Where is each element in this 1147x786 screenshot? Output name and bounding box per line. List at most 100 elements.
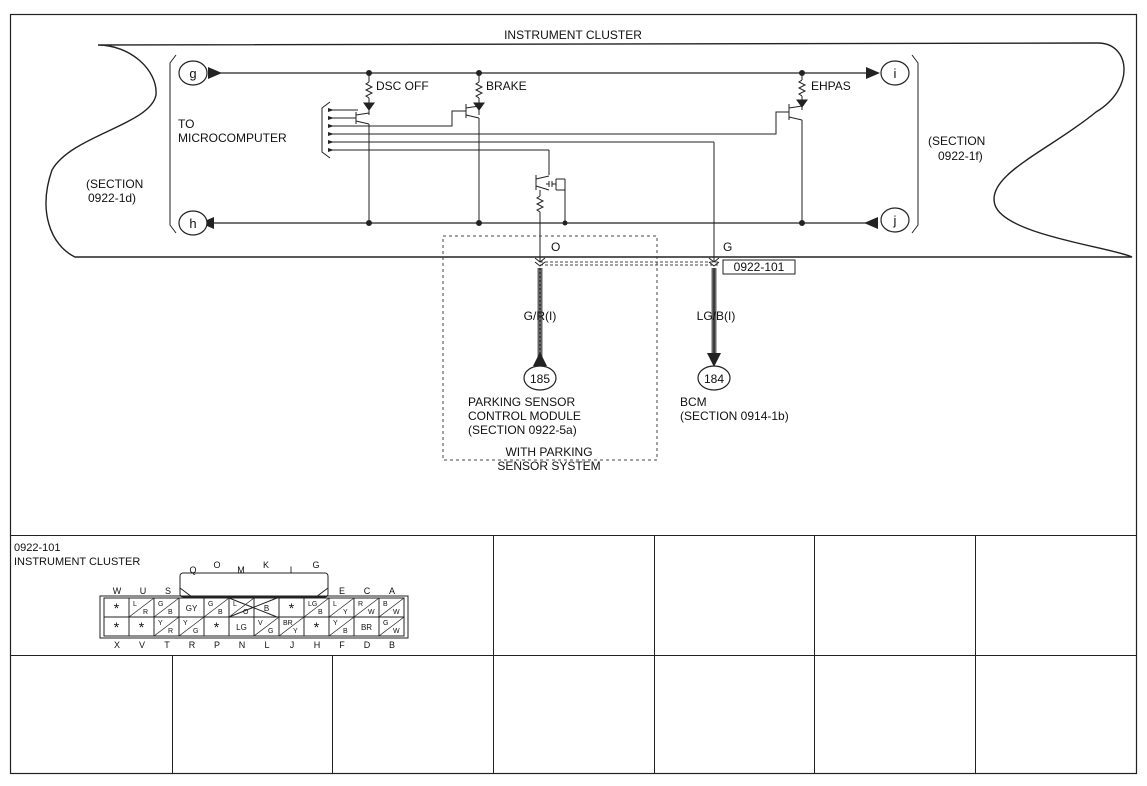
pin-cell-divider [153,616,180,637]
connector-code-title: 0922-101 [14,542,61,554]
pin-cell-label: LG [236,623,247,632]
pin-cell-label: * [139,619,145,635]
pin-letter: W [113,586,122,596]
pin-cell-label: YB [333,620,348,635]
connector-name-title: INSTRUMENT CLUSTER [14,556,140,568]
connector-grid [10,535,1136,773]
pin-letter-top: K [263,560,269,570]
microcomputer-label: MICROCOMPUTER [178,131,287,145]
pin-cell-divider [378,597,405,618]
bcm-label-2: (SECTION 0914-1b) [680,409,789,423]
psc-label-2: CONTROL MODULE [468,409,581,423]
pin-cell [378,616,405,637]
pin-letter: E [339,586,345,596]
pin-cell-divider [128,597,155,618]
pin-cell-label: BR [361,623,372,632]
terminal-j-label: j [893,213,897,228]
pin-cell-divider [328,597,355,618]
pin-letter-top: O [213,560,220,570]
pin-letter-top: G [312,560,319,570]
pin-letter-top: M [237,565,245,575]
brake-label: BRAKE [486,79,527,93]
cluster-title: INSTRUMENT CLUSTER [504,28,642,42]
brake-stage [328,70,485,226]
pin-letter-bottom: R [189,640,196,650]
wire-g-label: G [723,240,732,254]
pin-letter: U [140,586,147,596]
pin-cell-divider [378,616,405,637]
pin-cell-divider [178,616,205,637]
node-184: 184 [697,365,731,391]
wire-lgb-label: LG/B(I) [697,309,736,323]
pin-cell-divider [353,597,380,618]
with-parking-label-2: SENSOR SYSTEM [497,459,600,473]
pin-letter-bottom: X [114,640,120,650]
pin-cell-divider [153,597,180,618]
arrow-left-j [864,217,878,229]
arrow-up-185 [533,352,547,366]
node-184-label: 184 [704,372,724,386]
dsc-off-stage [328,70,375,226]
section-right-line1: (SECTION [928,134,985,148]
pin-letter-bottom: J [290,640,295,650]
pin-cell-label: * [314,619,320,635]
pin-cell-divider [253,616,280,637]
pin-letter-bottom: N [239,640,246,650]
parking-circuit [535,168,566,262]
pin-cell-label: RW [358,601,375,616]
ehpas-stage [328,70,808,226]
left-bracket [169,54,177,234]
wire-gr-label: G/R(I) [524,309,557,323]
pin-letter-bottom: L [264,640,269,650]
pin-cell-label: * [114,600,120,616]
cluster-outline [45,42,1133,258]
pin-cell-label: GW [383,620,400,635]
pin-cell-divider [303,597,330,618]
with-parking-label-1: WITH PARKING [505,445,592,459]
pin-cell-label: YR [158,620,173,635]
connector-marks [534,257,720,267]
pin-cell-label: LGB [308,601,323,616]
junction-parking [562,220,568,226]
pin-cell-label: GB [208,601,223,616]
arrow-right-g [208,67,222,79]
terminal-i-label: i [894,66,897,81]
pin-letter-top: I [290,565,293,575]
pin-letter-bottom: V [139,640,145,650]
psc-label-1: PARKING SENSOR [468,395,575,409]
section-left-line1: (SECTION [86,177,143,191]
pin-letter-bottom: B [389,640,395,650]
pin-letter-bottom: F [339,640,345,650]
terminal-i: i [880,60,910,86]
pin-letter: S [165,586,171,596]
pin-cell-divider [278,616,305,637]
pin-cell-label: BRY [283,620,298,635]
pin-cell-label: GY [186,604,198,613]
dsc-off-label: DSC OFF [376,79,429,93]
terminal-h-label: h [189,216,196,231]
terminal-g-label: g [189,66,196,81]
pin-letter-bottom: T [164,640,170,650]
bcm-label-1: BCM [680,395,707,409]
node-185-label: 185 [530,372,550,386]
pin-cell-label: * [289,600,295,616]
psc-label-3: (SECTION 0922-5a) [468,423,577,437]
node-185: 185 [523,365,557,391]
pin-cell-label: LO [233,601,249,616]
pin-letter: C [364,586,371,596]
pin-letter-bottom: P [214,640,220,650]
ehpas-label: EHPAS [811,79,851,93]
to-micro-label: TO [178,117,194,131]
pin-cell-label: * [214,619,220,635]
pin-cell-label: YG [183,620,198,635]
pin-cell-label: LY [333,601,348,616]
pin-cell-label: LR [133,601,148,616]
terminal-h: h [178,210,208,236]
pin-cell-label: VG [258,620,273,635]
pin-letter-bottom: D [364,640,371,650]
pin-cell-divider [203,597,230,618]
right-bracket [911,54,919,234]
pin-cell-label: * [114,619,120,635]
